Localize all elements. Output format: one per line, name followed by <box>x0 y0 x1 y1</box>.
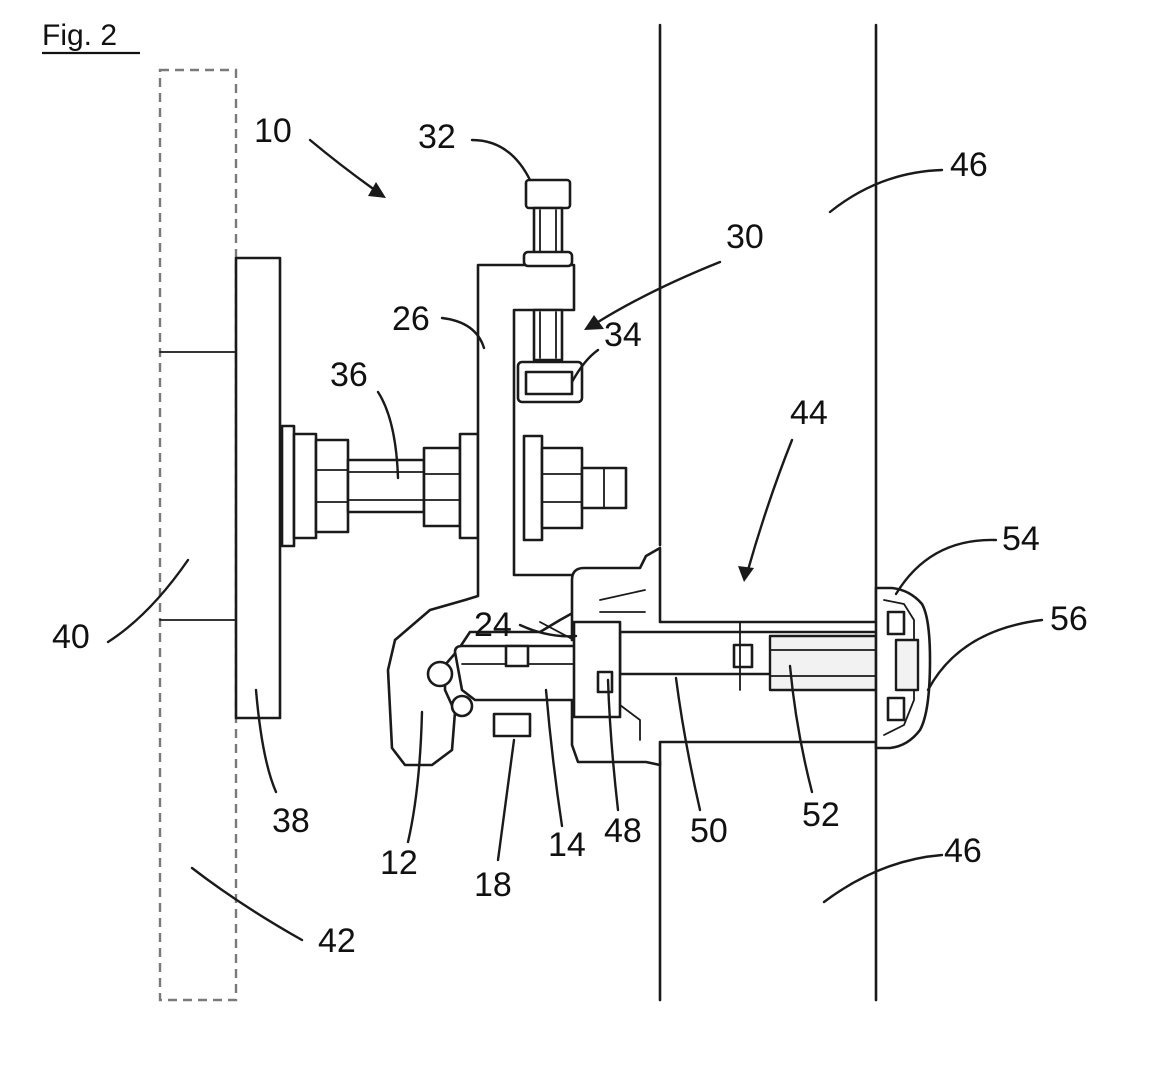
arrowhead-44 <box>738 566 754 582</box>
leader-46-top <box>830 170 942 212</box>
inner-nut <box>524 436 626 540</box>
ref-46-top: 46 <box>950 146 988 184</box>
ref-46-bottom: 46 <box>944 832 982 870</box>
leader-32 <box>472 140 530 180</box>
leader-46-bottom <box>824 855 942 902</box>
ref-12: 12 <box>380 844 418 882</box>
ref-48: 48 <box>604 812 642 850</box>
figure-title: Fig. 2 <box>42 19 117 52</box>
ref-34: 34 <box>604 316 642 354</box>
leader-18 <box>498 740 514 860</box>
ref-54: 54 <box>1002 520 1040 558</box>
ref-40: 40 <box>52 618 90 656</box>
ref-42: 42 <box>318 922 356 960</box>
ref-56: 56 <box>1050 600 1088 638</box>
leader-44 <box>748 440 792 570</box>
ref-50: 50 <box>690 812 728 850</box>
ref-24: 24 <box>474 606 512 644</box>
end-cap-54 <box>876 588 930 748</box>
ref-36: 36 <box>330 356 368 394</box>
arrowhead-10 <box>368 182 386 198</box>
leader-10 <box>310 140 372 188</box>
leader-54 <box>896 540 996 594</box>
bolt-assembly-36 <box>282 426 478 546</box>
ref-30: 30 <box>726 218 764 256</box>
ref-14: 14 <box>548 826 586 864</box>
ref-18: 18 <box>474 866 512 904</box>
ref-38: 38 <box>272 802 310 840</box>
ref-32: 32 <box>418 118 456 156</box>
leader-56 <box>928 620 1042 690</box>
ref-52: 52 <box>802 796 840 834</box>
ref-26: 26 <box>392 300 430 338</box>
leader-40 <box>108 560 188 642</box>
ref-10: 10 <box>254 112 292 150</box>
leader-42 <box>192 868 302 940</box>
leader-14 <box>546 690 562 826</box>
mounting-plate-38 <box>236 258 280 718</box>
ref-44: 44 <box>790 394 828 432</box>
wall-outline-42 <box>160 70 236 1000</box>
arrowhead-30 <box>584 315 604 330</box>
